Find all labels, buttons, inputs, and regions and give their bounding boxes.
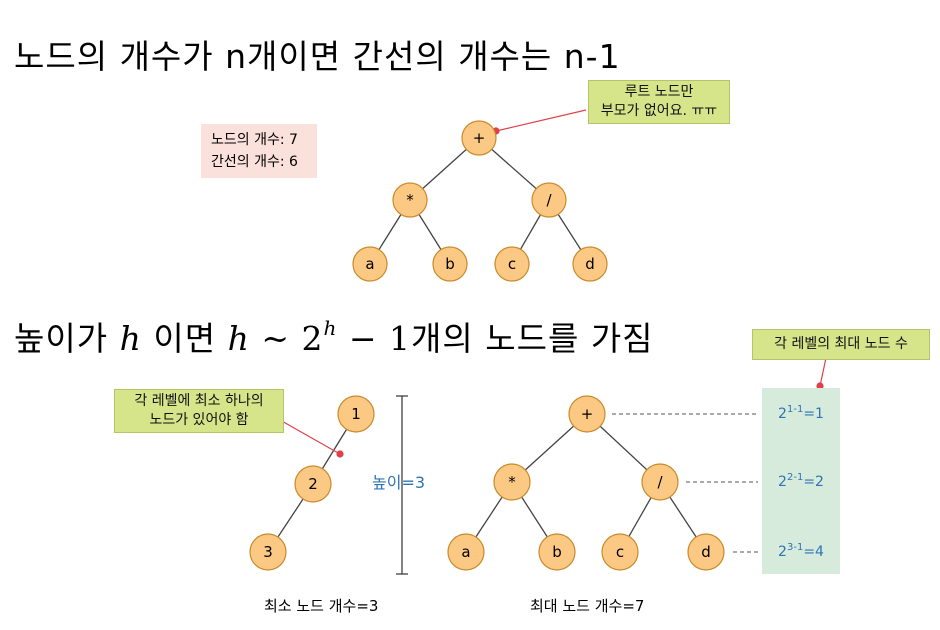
svg-text:a: a xyxy=(461,543,470,561)
level-3-formula: 23-1=4 xyxy=(778,542,824,560)
svg-text:+: + xyxy=(473,129,486,147)
level-callout: 각 레벨의 최대 노드 수 xyxy=(752,329,930,360)
svg-text:d: d xyxy=(585,255,595,273)
max-node-a: a xyxy=(447,533,485,571)
min-node-3: 3 xyxy=(249,533,287,571)
level-2-formula: 22-1=2 xyxy=(778,472,824,490)
max-node-root: + xyxy=(568,395,606,433)
svg-text:3: 3 xyxy=(263,543,273,561)
level-guides xyxy=(612,413,758,553)
math-minus-one: − 1 xyxy=(348,319,412,358)
svg-text:c: c xyxy=(508,255,516,273)
max-node-mul: * xyxy=(493,463,531,501)
svg-text:b: b xyxy=(445,255,455,273)
math-h: h xyxy=(119,319,142,358)
svg-text:*: * xyxy=(406,191,414,209)
height-label: 높이=3 xyxy=(372,473,426,492)
root-callout: 루트 노드만 부모가 없어요. ㅠㅠ xyxy=(588,80,730,124)
max-caption: 최대 노드 개수=7 xyxy=(530,597,645,615)
top-node-div: / xyxy=(531,182,567,218)
svg-text:*: * xyxy=(508,473,516,491)
heading-edges: 노드의 개수가 n개이면 간선의 개수는 n-1 xyxy=(14,37,621,76)
min-callout-line1: 각 레벨에 최소 하나의 xyxy=(134,393,264,409)
min-callout: 각 레벨에 최소 하나의 노드가 있어야 함 xyxy=(114,389,284,433)
top-node-c: c xyxy=(494,246,530,282)
max-node-c: c xyxy=(601,533,639,571)
top-node-mul: * xyxy=(392,182,428,218)
top-node-d: d xyxy=(572,246,608,282)
height-ruler xyxy=(396,395,408,575)
level-max-box: 21-1=1 22-1=2 23-1=4 xyxy=(762,388,840,574)
level-1-formula: 21-1=1 xyxy=(778,404,824,422)
node-count-text: 노드의 개수: 7 xyxy=(211,132,298,148)
max-node-d: d xyxy=(687,533,725,571)
heading-part3: 개의 노드를 가짐 xyxy=(411,319,654,358)
root-callout-line1: 루트 노드만 xyxy=(624,84,694,100)
max-node-b: b xyxy=(538,533,576,571)
svg-text:2: 2 xyxy=(308,475,318,493)
node-edge-count-box: 노드의 개수: 7 간선의 개수: 6 xyxy=(201,124,317,178)
top-node-b: b xyxy=(432,246,468,282)
svg-text:+: + xyxy=(581,405,594,423)
math-sup-h: h xyxy=(323,316,338,340)
svg-text:/: / xyxy=(546,191,552,209)
top-node-a: a xyxy=(352,246,388,282)
min-node-2: 2 xyxy=(294,465,332,503)
math-h2: h xyxy=(227,319,250,358)
svg-text:b: b xyxy=(552,543,562,561)
svg-text:/: / xyxy=(657,473,663,491)
math-tilde: ~ xyxy=(261,319,291,358)
top-node-root: + xyxy=(461,120,497,156)
svg-text:d: d xyxy=(701,543,711,561)
edge-count-text: 간선의 개수: 6 xyxy=(211,154,298,170)
heading-part2: 이면 xyxy=(153,319,217,358)
heading-height: 높이가 h 이면 h ~ 2h − 1개의 노드를 가짐 xyxy=(14,312,654,360)
svg-text:a: a xyxy=(365,255,374,273)
min-caption: 최소 노드 개수=3 xyxy=(264,597,379,615)
root-callout-line2: 부모가 없어요. ㅠㅠ xyxy=(600,103,718,119)
math-two: 2 xyxy=(301,319,324,358)
max-node-div: / xyxy=(641,463,679,501)
svg-text:1: 1 xyxy=(351,405,361,423)
pointer-lines xyxy=(279,109,827,458)
svg-text:c: c xyxy=(616,543,624,561)
min-callout-line2: 노드가 있어야 함 xyxy=(149,412,249,428)
heading-part1: 높이가 xyxy=(14,319,109,358)
min-node-1: 1 xyxy=(337,395,375,433)
